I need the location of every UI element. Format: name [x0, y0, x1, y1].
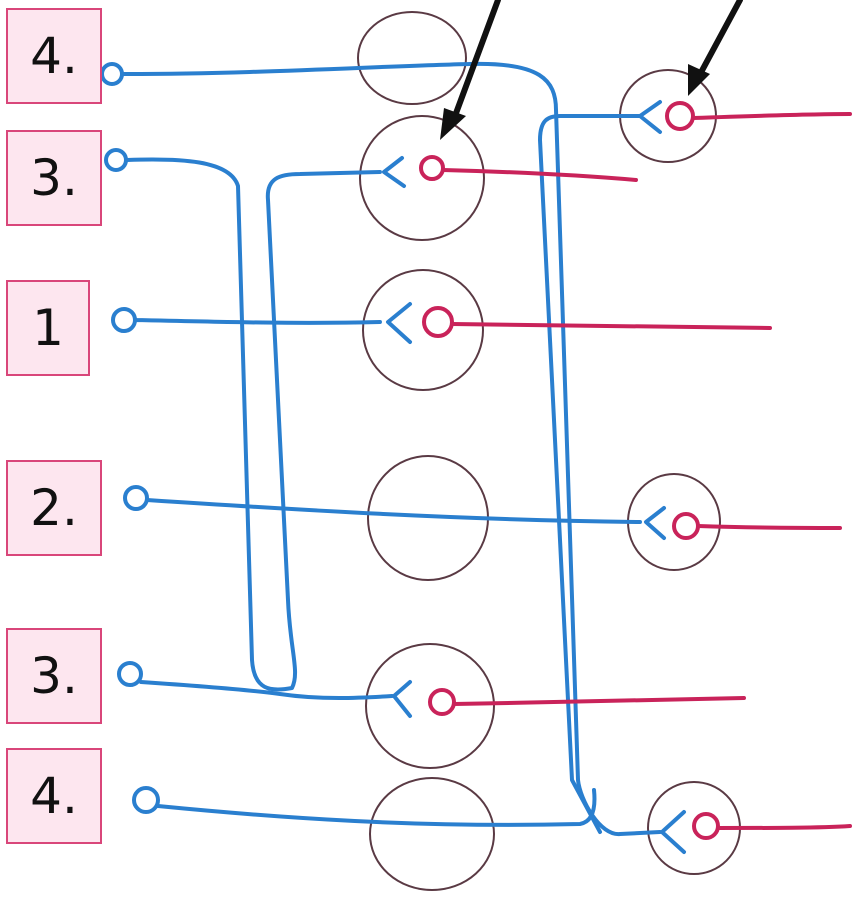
soma-row6-right — [692, 812, 720, 840]
soma-row4-right — [672, 512, 700, 540]
row-label-5: 3. — [6, 628, 102, 724]
synapse-fork-row6-right — [660, 810, 686, 854]
axon-row6 — [156, 788, 597, 827]
row-label-1: 4. — [6, 8, 102, 104]
cell-col1-row6 — [369, 777, 495, 891]
output-axon-top-right — [691, 112, 852, 120]
arrow-left — [449, 0, 501, 127]
soma-row2 — [419, 155, 445, 181]
output-axon-row6-right — [716, 824, 852, 830]
row-label-3: 1 — [6, 280, 90, 376]
axon-row5 — [139, 680, 394, 700]
axon-origin-row1 — [100, 62, 124, 86]
output-axon-row4-right — [696, 524, 842, 530]
axon-origin-row6 — [132, 786, 160, 814]
cell-col1-row1 — [357, 11, 467, 105]
output-axon-row3 — [450, 322, 772, 330]
axon-row4 — [145, 498, 642, 524]
synapse-fork-row5 — [392, 680, 412, 718]
soma-row5 — [428, 688, 456, 716]
synapse-forks — [382, 100, 686, 854]
arrow-left-head — [440, 108, 466, 140]
axon-row2 — [124, 157, 382, 692]
axon-origin-row2 — [104, 148, 128, 172]
axon-row3 — [133, 318, 382, 325]
row-label-4: 2. — [6, 460, 102, 556]
synapse-fork-top-right — [638, 100, 662, 134]
soma-row3 — [422, 306, 454, 338]
soma-top-right — [665, 101, 695, 131]
axon-origin-row4 — [123, 485, 149, 511]
cell-col1-row3 — [362, 269, 484, 391]
output-axon-row2 — [441, 168, 638, 182]
cell-col1-row5 — [365, 643, 495, 769]
target-cells — [357, 11, 741, 891]
arrow-right — [695, 0, 743, 81]
axon-branch-top-right — [538, 114, 642, 834]
output-neurons — [419, 101, 852, 840]
arrow-right-head — [688, 64, 710, 96]
row-label-2: 3. — [6, 130, 102, 226]
pointer-arrows — [440, 0, 743, 140]
synapse-fork-row4-right — [644, 506, 666, 540]
synapse-fork-row3 — [386, 302, 412, 344]
axon-paths — [100, 61, 662, 836]
axon-origin-row3 — [111, 307, 137, 333]
axon-row1 — [120, 61, 662, 836]
axon-origin-row5 — [117, 661, 143, 687]
cell-col1-row2 — [359, 115, 485, 241]
output-axon-row5 — [452, 696, 746, 706]
row-label-6: 4. — [6, 748, 102, 844]
synapse-fork-row2 — [382, 156, 406, 188]
